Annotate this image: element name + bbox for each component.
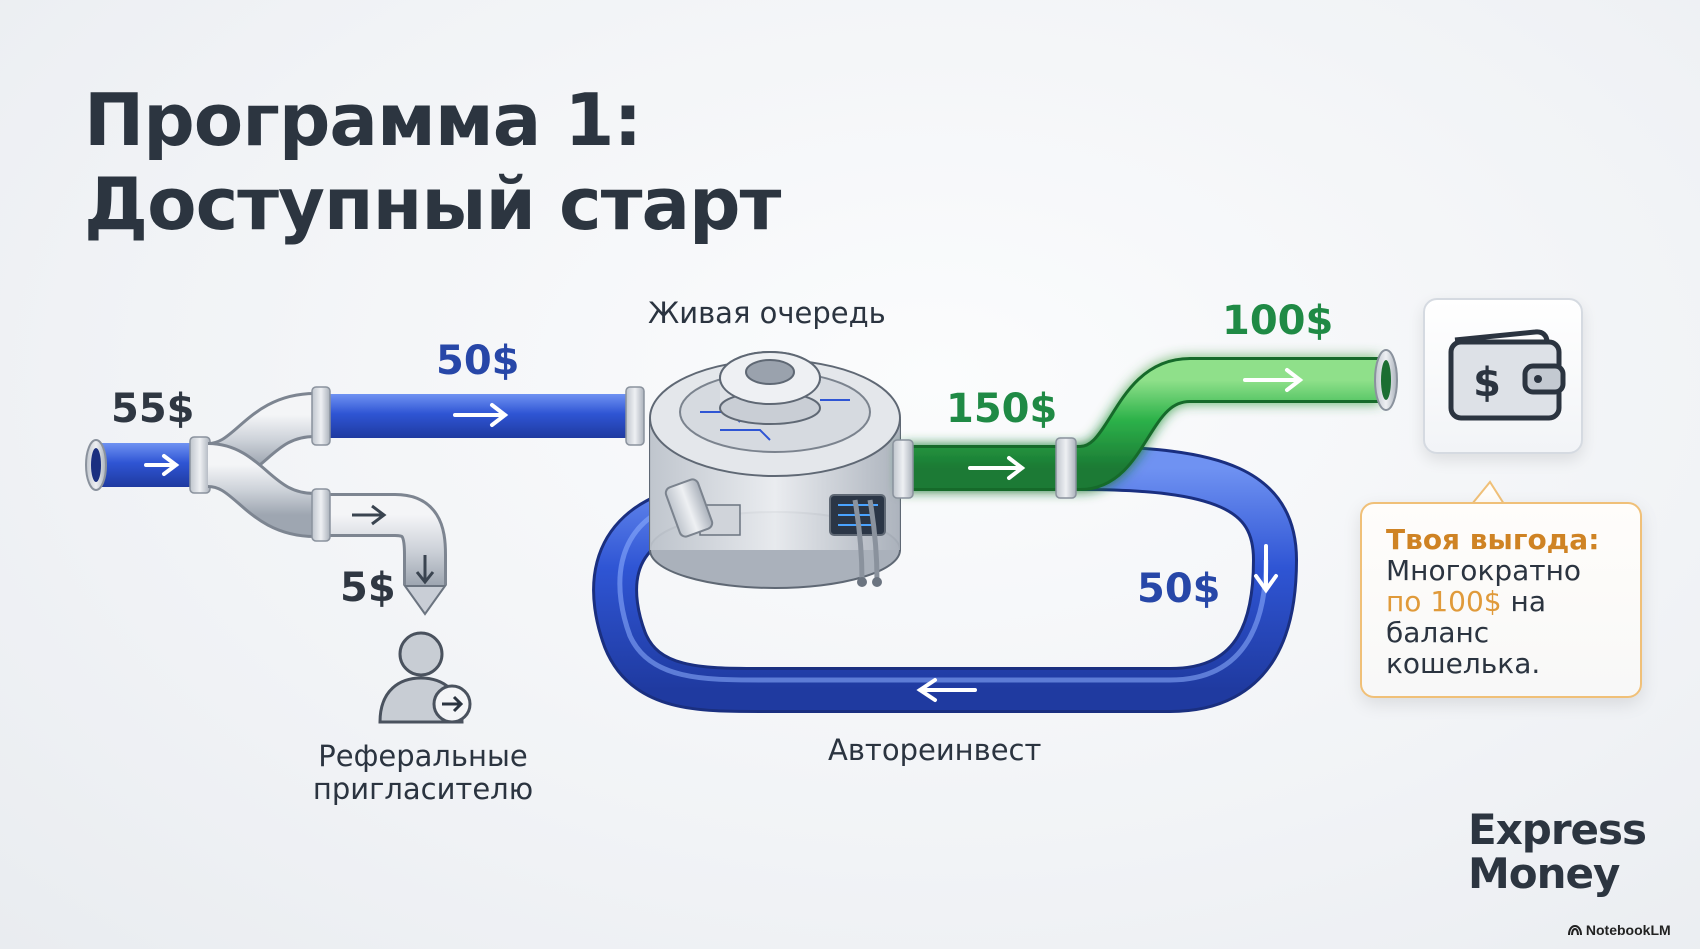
output-fittings xyxy=(892,349,1398,499)
reinvest-caption: Автореинвест xyxy=(828,733,1042,767)
amount-payout: 100$ xyxy=(1222,298,1334,344)
referral-caption-line-2: пригласителю xyxy=(312,772,534,806)
user-referral-icon xyxy=(378,631,472,724)
queue-feed-pipe xyxy=(311,386,645,446)
benefit-callout: Твоя выгода: Многократно по 100$ на бала… xyxy=(1360,502,1642,698)
notebooklm-watermark: NotebookLM xyxy=(1568,922,1671,938)
amount-input: 55$ xyxy=(111,386,195,432)
referral-caption: Реферальные пригласителю xyxy=(312,740,534,806)
callout-line-2-rest: на xyxy=(1501,585,1546,618)
brand-line-1: Express xyxy=(1468,805,1647,854)
callout-line-2: по 100$ на xyxy=(1386,586,1640,617)
wallet-card: $ xyxy=(1423,298,1583,454)
callout-line-4: кошелька. xyxy=(1386,647,1541,680)
machine-icon xyxy=(649,351,901,589)
amount-referral: 5$ xyxy=(340,565,396,611)
dollar-icon: $ xyxy=(1473,360,1501,406)
callout-line-1: Многократно xyxy=(1386,554,1582,587)
arrow-right-icon xyxy=(916,544,1278,702)
referral-caption-line-1: Реферальные xyxy=(318,739,528,773)
callout-pointer xyxy=(1469,480,1506,505)
notebooklm-label: NotebookLM xyxy=(1585,922,1671,938)
loop-collar xyxy=(664,478,714,538)
brand-line-2: Money xyxy=(1468,849,1620,898)
title-line-1: Программа 1: xyxy=(84,78,642,162)
callout-line-3: баланс xyxy=(1386,616,1490,649)
inlet-pipe xyxy=(85,436,211,494)
output-pipe xyxy=(900,357,1380,491)
reinvest-loop-pipe xyxy=(592,445,1299,713)
wallet-icon: $ xyxy=(1448,329,1566,421)
referral-pipe xyxy=(311,488,447,616)
title-line-2: Доступный старт xyxy=(84,162,781,246)
notebooklm-icon xyxy=(1568,924,1582,936)
callout-title: Твоя выгода: xyxy=(1386,523,1600,556)
splitter-pipe xyxy=(205,392,317,538)
amount-from-queue: 150$ xyxy=(946,386,1058,432)
amount-to-queue: 50$ xyxy=(436,338,520,384)
page-title: Программа 1: Доступный старт xyxy=(84,78,781,246)
brand-logo: Express Money xyxy=(1468,805,1647,898)
amount-reinvest: 50$ xyxy=(1137,566,1221,612)
queue-caption: Живая очередь xyxy=(648,296,886,330)
callout-highlight: по 100$ xyxy=(1386,585,1502,618)
